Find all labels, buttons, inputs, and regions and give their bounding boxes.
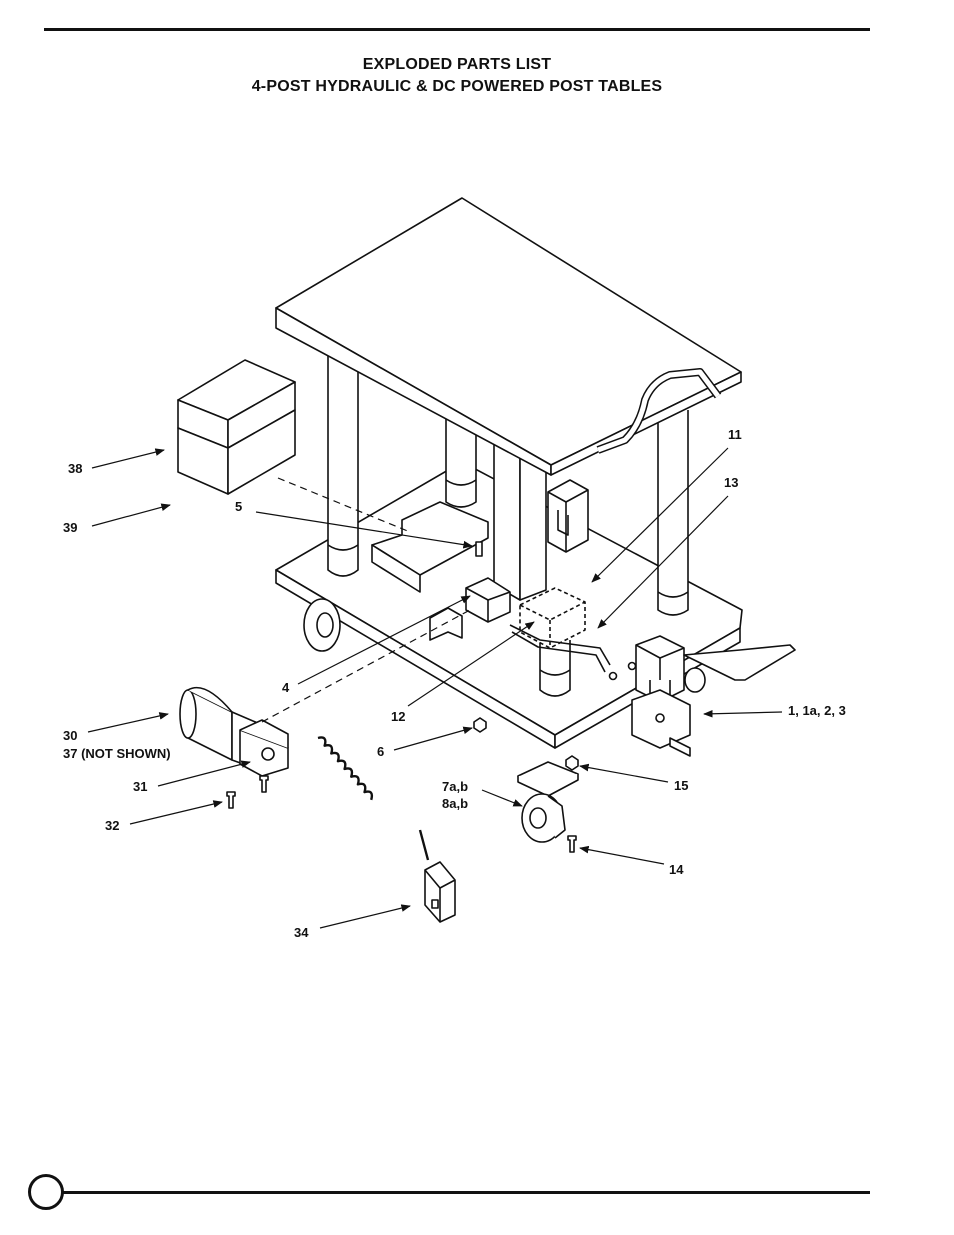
battery-box bbox=[177, 359, 296, 495]
page-title-line1: EXPLODED PARTS LIST bbox=[362, 56, 552, 73]
coiled-cord bbox=[317, 736, 430, 861]
control-box bbox=[547, 479, 589, 553]
table-top bbox=[275, 197, 742, 476]
caster-wheel bbox=[517, 761, 579, 843]
callout-6: 6 bbox=[377, 744, 384, 759]
assembly-paths bbox=[261, 477, 471, 723]
inner-lift-columns bbox=[493, 440, 571, 697]
bottom-rule bbox=[44, 1191, 870, 1194]
callout-12: 12 bbox=[391, 709, 405, 724]
bolt-14 bbox=[567, 835, 577, 853]
callout-34: 34 bbox=[294, 925, 309, 940]
callout-11: 11 bbox=[728, 427, 742, 442]
bolt-32 bbox=[226, 791, 236, 809]
callout-37-not-shown: 37 (NOT SHOWN) bbox=[63, 746, 171, 761]
page-title-line2: 4-POST HYDRAULIC & DC POWERED POST TABLE… bbox=[251, 78, 663, 95]
callout-31: 31 bbox=[133, 779, 147, 794]
callout-8ab: 8a,b bbox=[442, 796, 468, 811]
leader-lines bbox=[87, 447, 783, 929]
push-handle bbox=[596, 368, 722, 454]
callout-32: 32 bbox=[105, 818, 119, 833]
mounting-bracket bbox=[429, 607, 463, 641]
electrical-box bbox=[519, 587, 586, 649]
bolt-5 bbox=[475, 541, 483, 557]
front-left-post bbox=[327, 340, 359, 577]
pump-mount-block bbox=[465, 577, 511, 623]
battery-tray bbox=[371, 501, 489, 593]
top-rule bbox=[44, 28, 870, 31]
callout-7ab: 7a,b bbox=[442, 779, 468, 794]
callout-14: 14 bbox=[669, 862, 684, 877]
bolt-31 bbox=[259, 775, 269, 793]
callout-15: 15 bbox=[674, 778, 688, 793]
wiring-harness bbox=[509, 624, 611, 673]
nut-15 bbox=[565, 755, 579, 771]
callout-30: 30 bbox=[63, 728, 77, 743]
callout-1-1a-2-3: 1, 1a, 2, 3 bbox=[788, 703, 846, 718]
callout-38: 38 bbox=[68, 461, 82, 476]
front-wheel bbox=[303, 598, 341, 652]
callout-5: 5 bbox=[235, 499, 242, 514]
foot-pump-assembly bbox=[631, 635, 796, 757]
page-number-circle bbox=[28, 1174, 64, 1210]
callout-39: 39 bbox=[63, 520, 77, 535]
callout-4: 4 bbox=[282, 680, 290, 695]
dc-motor bbox=[179, 686, 289, 777]
nut-6 bbox=[473, 717, 487, 733]
pendant-controller bbox=[424, 861, 456, 923]
callout-13: 13 bbox=[724, 475, 738, 490]
